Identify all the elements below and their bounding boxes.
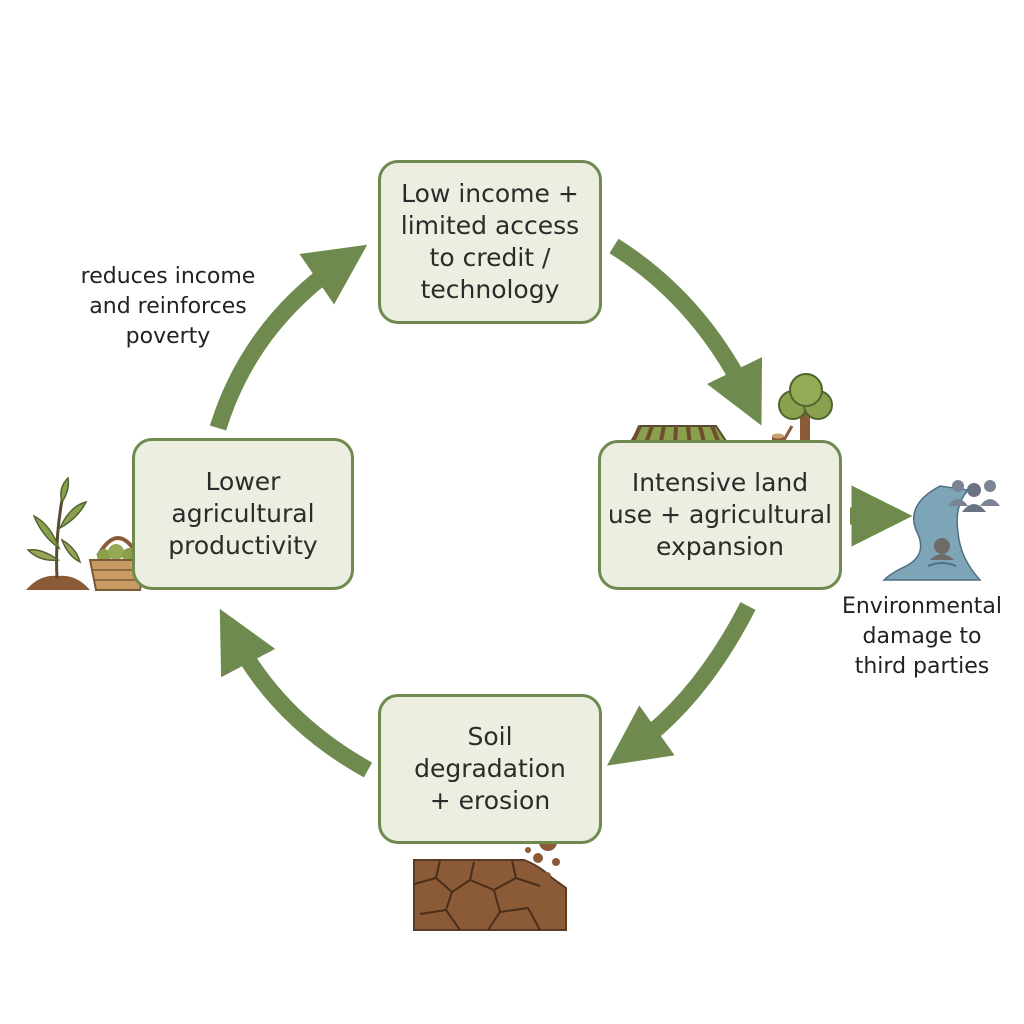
node-intensive-land-use: Intensive land use + agricultural expans…	[598, 440, 842, 590]
edge-label-reduces-income: reduces income and reinforces poverty	[80, 264, 256, 349]
arrow-bottom-to-left	[219, 608, 373, 778]
node-soil-degradation: Soil degradation + erosion	[378, 694, 602, 844]
arrow-top-to-right	[609, 238, 763, 426]
wilting-plant-icon	[26, 476, 90, 590]
arrow-left-to-top	[209, 244, 368, 431]
tree-icon	[778, 373, 833, 446]
people-group-icon	[948, 480, 1000, 512]
cracked-soil-icon	[413, 833, 567, 931]
node-lower-productivity: Lower agricultural productivity	[132, 438, 354, 590]
arrow-right-to-bottom	[607, 602, 756, 766]
node-low-income: Low income + limited access to credit / …	[378, 160, 602, 324]
polluted-river-icon	[882, 485, 982, 581]
side-effect-label: Environmental damage to third parties	[841, 594, 1003, 679]
